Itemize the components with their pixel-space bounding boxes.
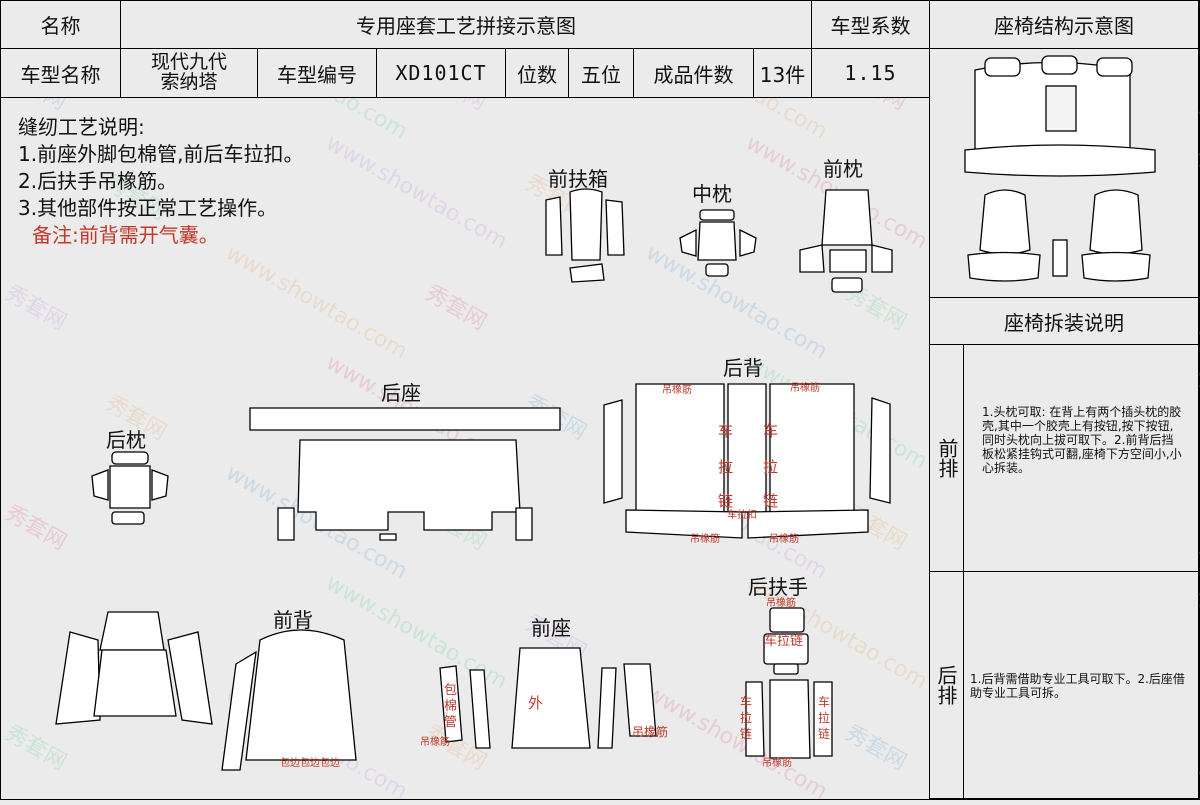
pieces-label: 成品件数 [653, 62, 734, 87]
pieces-value-cell: 13件 [753, 48, 812, 98]
model-code: XD101CT [395, 61, 487, 85]
label-rear-back: 后背 [723, 356, 763, 380]
front-back-pattern [55, 611, 357, 771]
front-seat-pattern [439, 647, 657, 749]
annotation-pull: 拉 [763, 458, 778, 476]
label-mid-pillow: 中枕 [692, 182, 732, 206]
front-row-label-cell: 前排 [929, 344, 964, 572]
annotation-elastic: 吊橡筋 [420, 735, 450, 748]
annotation-car: 车 [763, 422, 778, 440]
name-label-cell: 名称 [0, 0, 121, 49]
annotation-wrapedge: 包边 [320, 756, 340, 769]
annotation-pullbuckle: 车拉扣 [727, 508, 757, 521]
seats-value: 五位 [581, 62, 621, 87]
sewing-notes-title: 缝纫工艺说明: [18, 115, 145, 139]
label-rear-seat: 后座 [381, 381, 421, 405]
annotation-cotton: 棉 [444, 699, 457, 714]
sewing-notes: 缝纫工艺说明: 1.前座外脚包棉管,前后车拉扣。 2.后扶手吊橡筋。 3.其他部… [18, 114, 303, 249]
annotation-elastic: 吊橡筋 [790, 381, 820, 394]
annotation-elastic: 吊橡筋 [662, 383, 692, 396]
label-front-armbox: 前扶箱 [548, 167, 608, 191]
annotation-tube: 管 [444, 715, 457, 730]
front-row-label: 前排 [935, 438, 959, 478]
sewing-note-2: 2.后扶手吊橡筋。 [18, 169, 178, 193]
rear-row-text: 1.后背需借助专业工具可取下。2.后座借助专业工具可拆。 [970, 672, 1185, 700]
disassembly-title-cell: 座椅拆装说明 [929, 297, 1199, 345]
sewing-note-3: 3.其他部件按正常工艺操作。 [18, 196, 278, 220]
model-code-cell: XD101CT [376, 48, 506, 98]
rear-seat-pattern [249, 407, 561, 541]
front-row-text: 1.头枕可取: 在背上有两个插头枕的胶壳,其中一个胶壳上有按钮,按下按钮,同时头… [982, 405, 1182, 475]
coef-label: 车型系数 [830, 14, 911, 38]
mid-pillow-pattern [679, 209, 757, 277]
annotation-chain: 链 [818, 726, 830, 741]
annotation-wrap: 包 [444, 683, 457, 698]
annotation-zipper: 车拉链 [764, 633, 803, 649]
annotation-car: 车 [718, 422, 733, 440]
label-front-seat: 前座 [531, 616, 571, 640]
annotation-wrapedge: 包边 [300, 756, 320, 769]
annotation-car: 车 [818, 694, 830, 709]
annotation-chain: 链 [718, 492, 733, 510]
sewing-remark: 备注:前背需开气囊。 [32, 223, 219, 247]
rear-bench-illustration [964, 55, 1156, 177]
model-code-label: 车型编号 [277, 62, 357, 87]
label-rear-armrest: 后扶手 [748, 575, 808, 599]
annotation-elastic: 吊橡筋 [766, 596, 796, 609]
annotation-chain: 链 [740, 726, 752, 741]
annotation-elastic: 吊橡筋 [632, 724, 668, 739]
sewing-note-1: 1.前座外脚包棉管,前后车拉扣。 [18, 142, 304, 166]
disassembly-title: 座椅拆装说明 [1004, 310, 1124, 335]
seats-label-cell: 位数 [505, 48, 569, 98]
rear-pillow-pattern [91, 451, 169, 525]
front-pillow-pattern [799, 189, 893, 293]
label-rear-pillow: 后枕 [106, 428, 146, 452]
annotation-pull: 拉 [818, 710, 830, 725]
rear-row-label: 后排 [934, 665, 958, 705]
front-seat-illustration-left [967, 189, 1041, 282]
annotation-elastic: 吊橡筋 [769, 532, 799, 545]
annotation-elastic: 吊橡筋 [762, 756, 792, 769]
annotation-outer: 外 [528, 694, 543, 712]
model-name-label-cell: 车型名称 [0, 48, 121, 98]
pieces-label-cell: 成品件数 [633, 48, 754, 98]
annotation-wrapedge: 包边 [280, 756, 300, 769]
model-code-label-cell: 车型编号 [257, 48, 377, 98]
model-name-label: 车型名称 [20, 62, 101, 87]
seats-label: 位数 [517, 62, 557, 87]
front-seat-illustration-right [1052, 189, 1151, 282]
model-name-line1: 现代九代 [150, 51, 227, 74]
annotation-layer: 吊橡筋 吊橡筋 吊橡筋 吊橡筋 吊橡筋 吊橡筋 吊橡筋 吊橡筋 车 拉 链 车 … [280, 381, 830, 769]
title-cell: 专用座套工艺拼接示意图 [120, 0, 812, 49]
front-row-text-cell [963, 344, 1199, 572]
label-front-back: 前背 [273, 608, 313, 632]
coef-value-cell: 1.15 [811, 48, 930, 98]
structure-title: 座椅结构示意图 [994, 14, 1134, 38]
model-name-cell: 现代九代索纳塔 [120, 48, 258, 98]
seats-value-cell: 五位 [568, 48, 634, 98]
annotation-chain: 链 [763, 492, 778, 510]
coef-value: 1.15 [844, 61, 897, 85]
model-name-line2: 索纳塔 [160, 71, 218, 93]
annotation-car: 车 [740, 694, 752, 709]
page-title: 专用座套工艺拼接示意图 [356, 14, 576, 38]
pieces-value: 13件 [759, 62, 806, 87]
label-front-pillow: 前枕 [823, 157, 863, 181]
rear-armrest-pattern [745, 607, 833, 759]
annotation-elastic: 吊橡筋 [690, 532, 720, 545]
name-label: 名称 [40, 14, 81, 38]
rear-row-text-cell [963, 571, 1199, 799]
front-armbox-pattern [545, 188, 625, 283]
rear-back-pattern [603, 383, 891, 539]
annotation-pull: 拉 [718, 458, 733, 476]
annotation-pull: 拉 [740, 710, 752, 725]
